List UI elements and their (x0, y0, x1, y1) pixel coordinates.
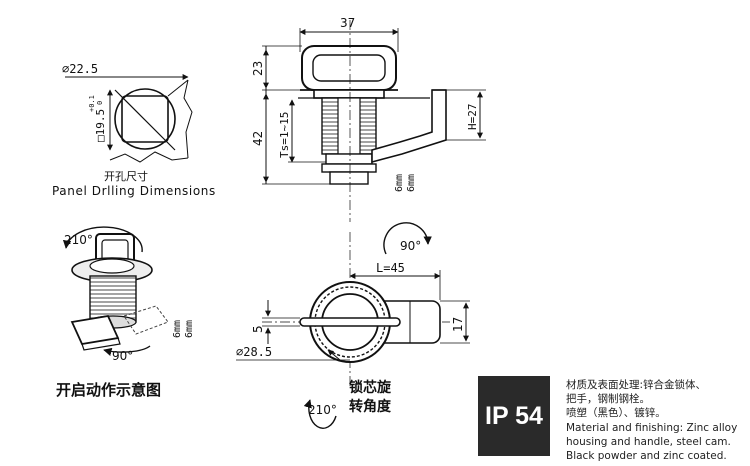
front-rotation-arrow (383, 222, 432, 255)
ts-range-label: Ts=1~15 (278, 112, 291, 158)
nut (325, 153, 373, 165)
core-rotation-angle: 210° (308, 403, 337, 417)
iso-rotation-bottom-label: 90° (112, 349, 133, 363)
panel-drilling-view: ⌀22.5 □19.5 +0.1 0 (62, 62, 193, 163)
cutout-break-bottom (109, 151, 189, 163)
material-cn-line3: 喷塑（黑色）、镀锌。 (566, 407, 666, 420)
panel-drilling-caption-en: Panel Drlling Dimensions (52, 184, 216, 198)
h-27-label: H=27 (466, 104, 479, 131)
core-rotation-symbol: 210° (303, 399, 337, 429)
iso-cam-rotated (123, 305, 169, 335)
material-description: 材质及表面处理:锌合金锁体、 把手，钢制钢栓。 喷塑（黑色）、镀锌。 Mater… (566, 378, 748, 463)
width-37-label: 37 (340, 16, 355, 30)
drill-side-label: □19.5 (94, 109, 107, 142)
front-view: 90° L=45 5 17 ⌀28.5 (236, 222, 470, 388)
ip-rating-badge: IP 54 (478, 376, 550, 456)
side-thickness-b: 6mm (406, 174, 417, 192)
cutout-break-right (167, 79, 193, 159)
body-height-42-label: 42 (251, 131, 265, 146)
front-key-slot (299, 317, 401, 327)
material-cn-line1: 材质及表面处理:锌合金锁体、 (566, 379, 707, 391)
cutout-circle (114, 88, 176, 150)
material-en-line1: Material and finishing: Zinc alloy (566, 421, 738, 434)
cutout-square (121, 95, 169, 143)
drill-tolerance-lower: 0 (96, 101, 104, 105)
material-en-line3: Black powder and zinc coated. (566, 450, 727, 463)
iso-threaded-body (89, 275, 137, 323)
iso-thickness-b: 6mm (184, 320, 195, 338)
iso-thickness-a: 6mm (172, 320, 183, 338)
iso-view: 210° 90° 6mm 6mm (62, 226, 195, 363)
core-rotation-caption-line2: 转角度 (349, 399, 391, 415)
iso-rotation-top-label: 210° (64, 233, 93, 247)
core-rotation-caption: 锁芯旋 转角度 (349, 379, 409, 417)
side-thickness-a: 6mm (394, 174, 405, 192)
cam-width-5-label: 5 (251, 325, 265, 333)
cam-height-17-label: 17 (451, 317, 465, 332)
drill-diameter-label: ⌀22.5 (62, 62, 98, 76)
material-en-line2: housing and handle, steel cam. (566, 435, 731, 448)
drill-tolerance-upper: +0.1 (88, 95, 96, 112)
opening-action-caption: 开启动作示意图 (56, 381, 162, 399)
handle-height-23-label: 23 (251, 61, 265, 76)
front-rotation-label: 90° (400, 239, 421, 253)
front-diameter-label: ⌀28.5 (236, 345, 272, 359)
iso-rotation-arrow-top (62, 226, 143, 253)
panel-drilling-caption-cn: 开孔尺寸 (104, 170, 148, 183)
material-cn-line2: 把手，钢制钢栓。 (566, 393, 650, 406)
cam (371, 89, 447, 164)
bezel (313, 89, 385, 99)
core-rotation-caption-line1: 锁芯旋 (349, 380, 391, 396)
length-45-label: L=45 (376, 261, 405, 275)
side-view: 37 23 42 Ts=1~15 H=27 6mm 6mm (251, 16, 486, 222)
